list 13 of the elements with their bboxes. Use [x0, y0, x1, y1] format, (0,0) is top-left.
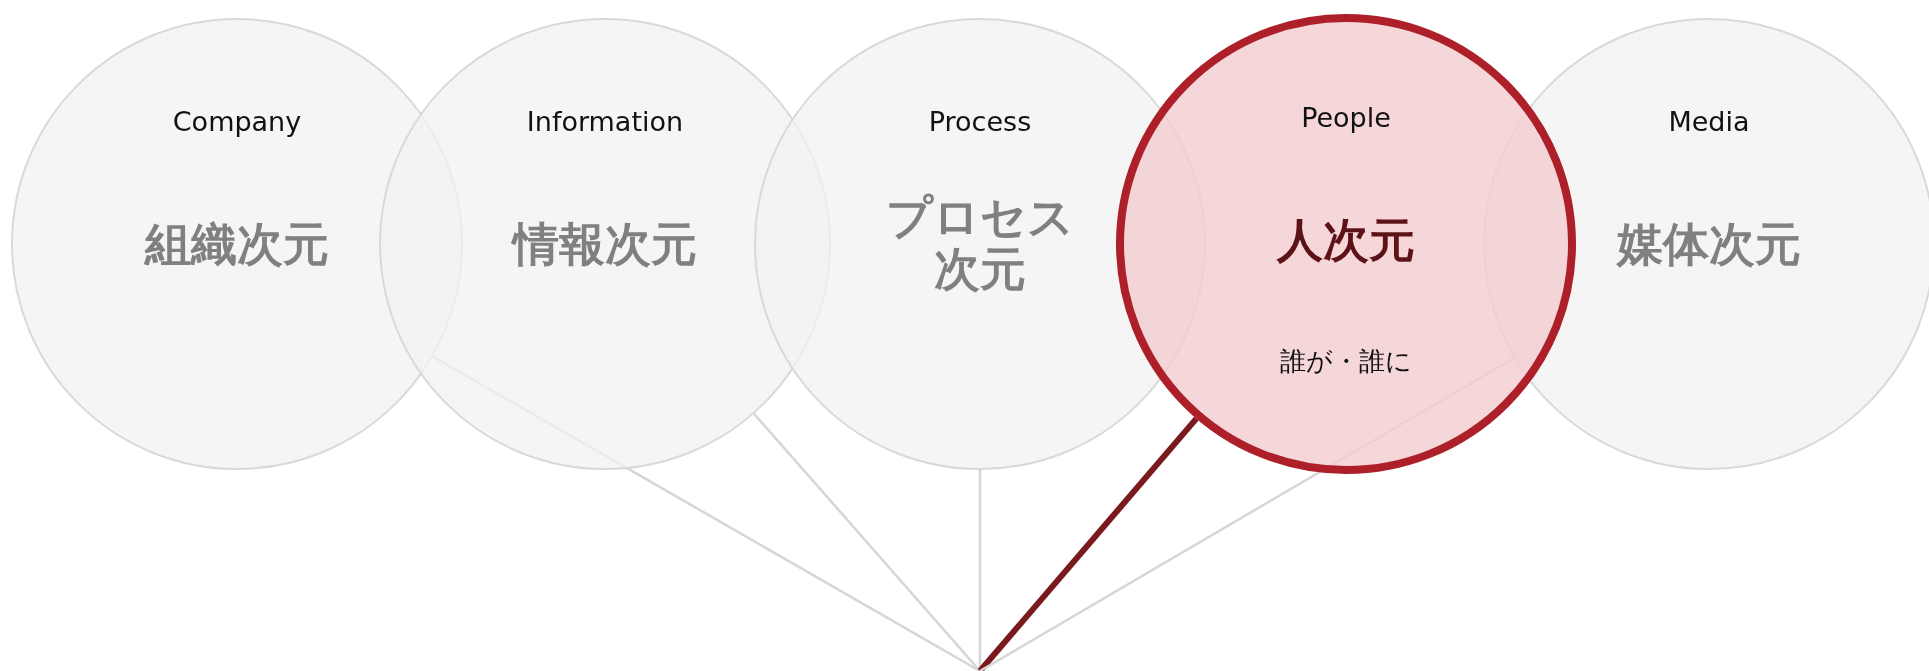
circle-note: 誰が・誰に — [1280, 346, 1412, 376]
circle-title: プロセス次元 — [886, 189, 1074, 297]
circle-title: 人次元 — [1277, 212, 1415, 267]
circle-heading: Process — [928, 105, 1032, 137]
circle-title: 情報次元 — [513, 216, 697, 271]
circle-heading: People — [1301, 102, 1391, 133]
highlight-line — [977, 416, 1199, 671]
circle-heading: Media — [1668, 105, 1750, 137]
connector-line — [753, 413, 981, 671]
circle-heading: Information — [526, 105, 684, 137]
circle-title: 組織次元 — [145, 216, 329, 271]
circle-heading: Company — [172, 105, 302, 137]
circle-title: 媒体次元 — [1617, 216, 1801, 271]
